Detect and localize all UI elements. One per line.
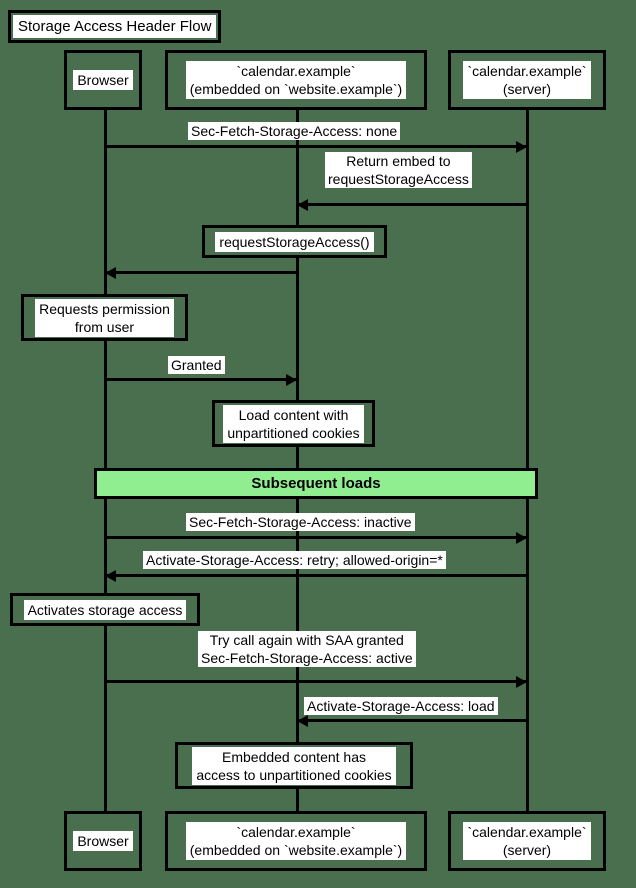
arrowhead-left-icon: [297, 715, 308, 727]
message-label-m6: Activate-Storage-Access: retry; allowed-…: [143, 551, 446, 569]
note-text: Load content with unpartitioned cookies: [223, 404, 364, 443]
note-n5: Embedded content has access to unpartiti…: [175, 742, 413, 789]
note-n4: Activates storage access: [10, 593, 200, 626]
participant-label: `calendar.example` (embedded on `website…: [185, 822, 407, 860]
note-n2: Requests permission from user: [21, 294, 188, 341]
message-arrow-m2: [297, 203, 527, 206]
participant-server[interactable]: `calendar.example` (server): [448, 50, 606, 110]
message-arrow-m3: [105, 271, 297, 274]
embed-lifeline: [296, 110, 299, 811]
section-banner-subsequent-loads: Subsequent loads: [94, 468, 538, 499]
arrowhead-right-icon: [516, 532, 527, 544]
participant-browser[interactable]: Browser: [64, 50, 142, 110]
arrowhead-right-icon: [516, 141, 527, 153]
message-arrow-m1: [105, 145, 527, 148]
participant-label: `calendar.example` (embedded on `website…: [185, 61, 407, 99]
participant-label: Browser: [73, 831, 133, 851]
arrowhead-left-icon: [105, 570, 116, 582]
participant-browser-footer[interactable]: Browser: [64, 811, 142, 871]
message-label-m5: Sec-Fetch-Storage-Access: inactive: [186, 513, 415, 531]
message-label-m2: Return embed to requestStorageAccess: [325, 152, 472, 188]
message-arrow-m4: [105, 378, 297, 381]
diagram-title-box: Storage Access Header Flow: [8, 10, 222, 43]
diagram-title: Storage Access Header Flow: [13, 15, 217, 38]
participant-embed-footer[interactable]: `calendar.example` (embedded on `website…: [165, 811, 427, 871]
section-banner-label: Subsequent loads: [251, 475, 381, 492]
arrowhead-right-icon: [286, 374, 297, 386]
message-label-m7: Try call again with SAA granted Sec-Fetc…: [198, 631, 416, 667]
message-label-m8: Activate-Storage-Access: load: [304, 697, 498, 715]
message-arrow-m5: [105, 536, 527, 539]
note-n3: Load content with unpartitioned cookies: [212, 400, 375, 447]
message-arrow-m8: [297, 719, 527, 722]
note-text: Requests permission from user: [35, 298, 174, 337]
note-text: Activates storage access: [23, 599, 187, 620]
note-text: Embedded content has access to unpartiti…: [192, 746, 396, 785]
participant-server-footer[interactable]: `calendar.example` (server): [448, 811, 606, 871]
message-arrow-m7: [105, 680, 527, 683]
browser-lifeline: [104, 110, 107, 811]
note-n1: requestStorageAccess(): [202, 225, 387, 258]
server-lifeline: [526, 110, 529, 811]
participant-label: Browser: [73, 70, 133, 90]
participant-label: `calendar.example` (server): [463, 61, 591, 99]
message-label-m1: Sec-Fetch-Storage-Access: none: [188, 122, 401, 140]
participant-label: `calendar.example` (server): [463, 822, 591, 860]
arrowhead-left-icon: [297, 199, 308, 211]
participant-embed[interactable]: `calendar.example` (embedded on `website…: [165, 50, 427, 110]
message-arrow-m6: [105, 574, 527, 577]
arrowhead-right-icon: [516, 676, 527, 688]
note-text: requestStorageAccess(): [215, 231, 374, 252]
message-label-m4: Granted: [168, 356, 225, 374]
arrowhead-left-icon: [105, 267, 116, 279]
